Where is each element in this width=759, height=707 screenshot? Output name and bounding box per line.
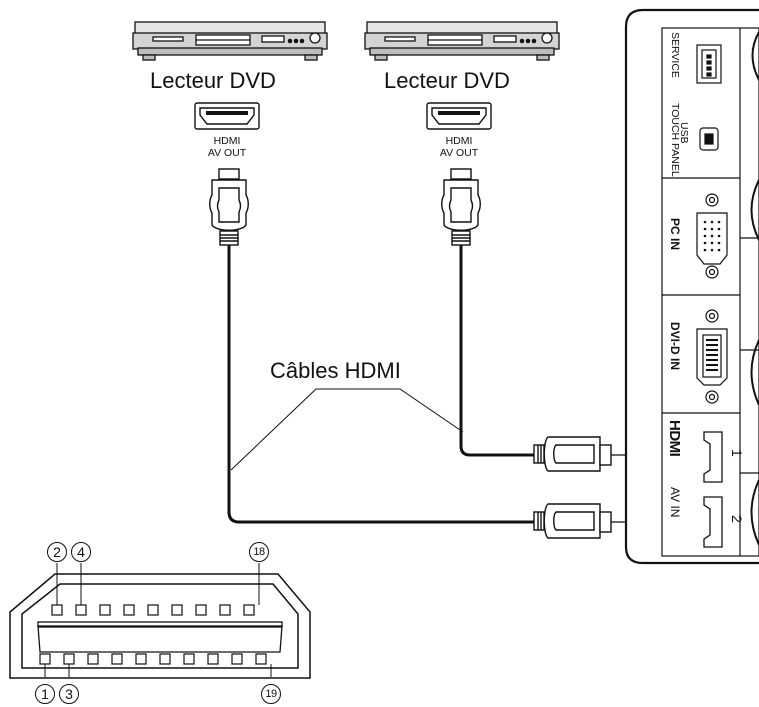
pin-bottom-10: [255, 653, 267, 665]
pin-bottom-1: [39, 653, 51, 665]
av-in-label: AV IN: [668, 487, 682, 518]
service-label: SERVICE: [669, 32, 681, 78]
pin-top-6: [171, 604, 183, 616]
hdmi-plug-4: [533, 503, 612, 539]
pin-top-2: [75, 604, 87, 616]
pin-top-8: [219, 604, 231, 616]
service-port: [696, 44, 722, 84]
usb-port: [699, 127, 719, 151]
pin-top-3: [99, 604, 111, 616]
pin-top-1: [51, 604, 63, 616]
pin-top-9: [243, 604, 255, 616]
dvd-player-2: [364, 21, 560, 61]
hdmi-in-port-1: [703, 431, 723, 483]
pc-in-port: [696, 193, 728, 279]
pins-bottom-row: [39, 653, 267, 665]
dvi-in-port: [696, 309, 728, 404]
pin-top-7: [195, 604, 207, 616]
hdmi-out-port-1: [194, 102, 260, 130]
hdmi-out-label-1-line2: AV OUT: [207, 147, 247, 159]
dvd-player-1: [132, 21, 328, 61]
pin-leader-lines: [44, 563, 272, 677]
hdmi-plug-2: [441, 168, 481, 246]
dvd-player-1-label: Lecteur DVD: [150, 68, 276, 93]
hdmi-port-1-number: 1: [729, 449, 745, 457]
hdmi-logo: HDMI: [666, 420, 683, 457]
pin-top-4: [123, 604, 135, 616]
hdmi-out-label-1: HDMI AV OUT: [198, 135, 256, 159]
pin-bottom-6: [159, 653, 171, 665]
pin-bottom-7: [183, 653, 195, 665]
pin-bottom-5: [135, 653, 147, 665]
pins-top-row: [51, 604, 255, 616]
pin-number-4: 4: [71, 542, 91, 562]
pin-bottom-9: [231, 653, 243, 665]
hdmi-pinout-connector: [9, 563, 311, 679]
hdmi-cables-label: Câbles HDMI: [270, 358, 401, 383]
hdmi-out-label-1-line1: HDMI: [213, 135, 241, 147]
pc-in-label: PC IN: [668, 218, 682, 251]
pin-number-19: 19: [261, 684, 281, 704]
pin-number-3: 3: [59, 684, 79, 704]
dvd-player-2-label: Lecteur DVD: [384, 68, 510, 93]
pin-top-5: [147, 604, 159, 616]
pin-number-2: 2: [47, 542, 67, 562]
hdmi-cable-2: [459, 245, 534, 457]
pin-bottom-2: [63, 653, 75, 665]
hdmi-plug-1: [209, 168, 249, 246]
hdmi-plug-3: [533, 436, 612, 472]
pin-bottom-3: [87, 653, 99, 665]
dvi-d-in-label: DVI-D IN: [668, 322, 682, 370]
hdmi-port-2-number: 2: [729, 515, 745, 523]
pin-bottom-4: [111, 653, 123, 665]
hdmi-out-label-2-line2: AV OUT: [439, 147, 479, 159]
hdmi-cable-1: [227, 245, 534, 524]
hdmi-in-port-2: [703, 496, 723, 548]
pin-bottom-8: [207, 653, 219, 665]
hdmi-out-port-2: [426, 102, 492, 130]
hdmi-out-label-2: HDMI AV OUT: [430, 135, 488, 159]
hdmi-out-label-2-line1: HDMI: [445, 135, 473, 147]
pin-number-18: 18: [249, 542, 269, 562]
cable-label-leader: [230, 388, 464, 471]
display-rear-panel: [624, 8, 759, 565]
touch-panel-label: TOUCH PANEL: [669, 103, 681, 177]
pin-number-1: 1: [35, 684, 55, 704]
